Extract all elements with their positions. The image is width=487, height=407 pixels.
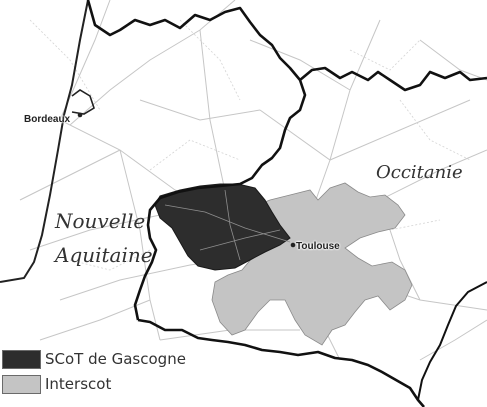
legend-item-interscot: Interscot [2,373,186,395]
region-border-east [299,66,487,92]
legend: SCoT de Gascogne Interscot [2,348,186,398]
city-label-toulouse: Toulouse [296,241,340,252]
legend-swatch-scot [2,349,41,369]
region-label-nouvelle: Nouvelle [55,209,146,233]
mediterranean-coast [417,281,487,401]
city-label-bordeaux: Bordeaux [24,114,71,125]
legend-swatch-interscot [2,374,41,394]
scot-internal-roads [164,189,291,261]
bordeaux-marker [77,112,83,118]
gironde-estuary [71,89,95,115]
region-border [86,0,307,321]
spain-border [137,318,425,407]
region-label-occitanie: Occitanie [376,162,463,183]
toulouse-marker [290,242,296,248]
region-label-aquitaine: Aquitaine [55,243,153,267]
coastline [0,0,89,283]
legend-label-scot: SCoT de Gascogne [45,349,186,368]
legend-label-interscot: Interscot [45,374,112,393]
legend-item-scot: SCoT de Gascogne [2,348,186,370]
